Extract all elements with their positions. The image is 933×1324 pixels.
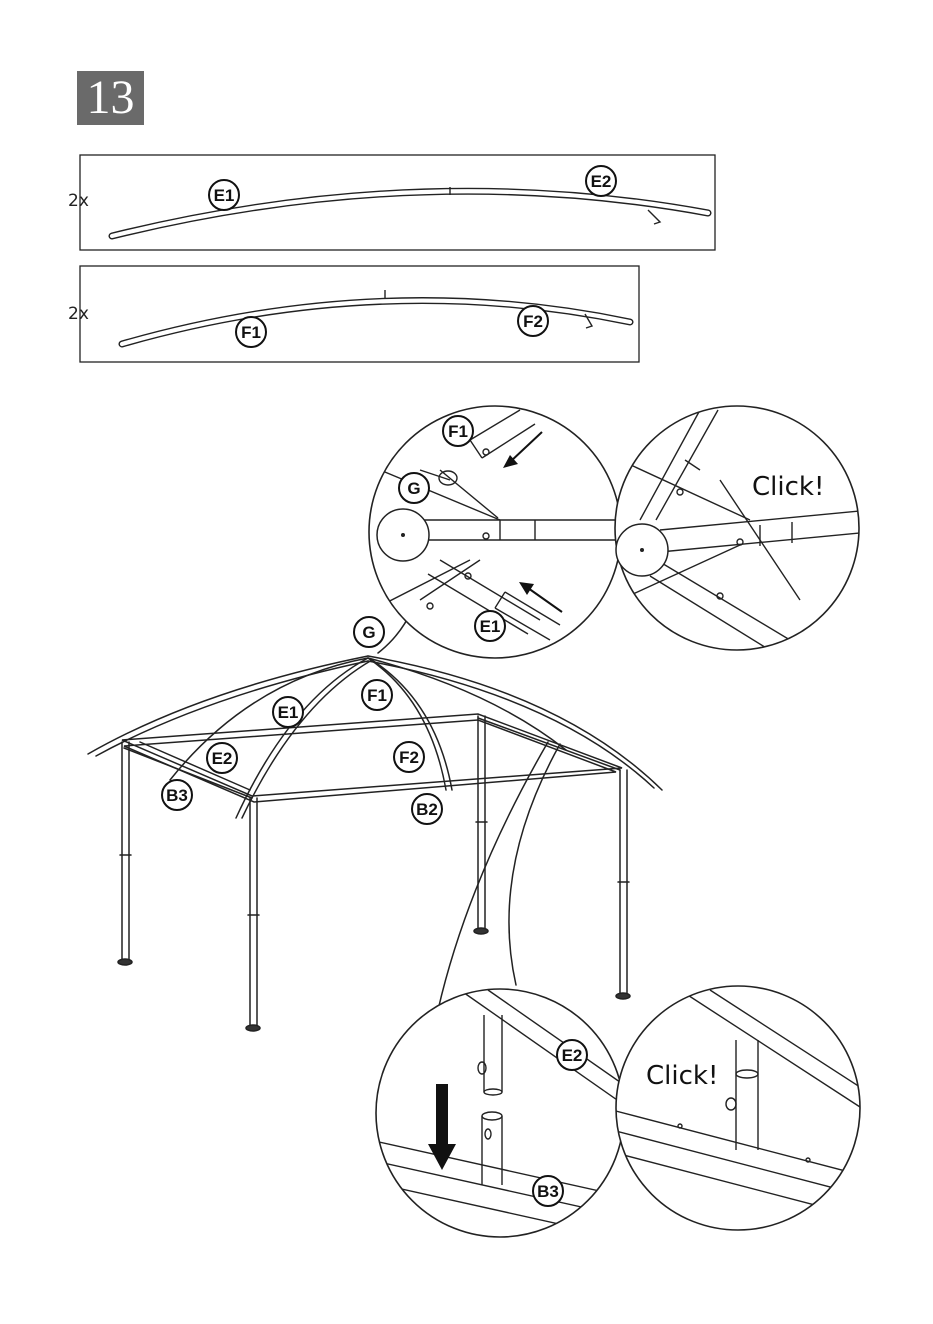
svg-text:E1: E1 — [480, 617, 501, 636]
part-label-f2: F2 — [518, 306, 548, 336]
click-caption: Click! — [646, 1061, 718, 1091]
svg-text:F1: F1 — [448, 422, 468, 441]
label-f2: F2 — [394, 742, 424, 772]
svg-text:F2: F2 — [523, 312, 543, 331]
svg-text:B3: B3 — [537, 1182, 559, 1201]
detail-label-f1: F1 — [443, 416, 473, 446]
svg-text:E2: E2 — [591, 172, 612, 191]
part-label-e1: E1 — [209, 180, 239, 210]
part-label-e2: E2 — [586, 166, 616, 196]
label-f1: F1 — [362, 680, 392, 710]
label-e2: E2 — [207, 743, 237, 773]
label-e1: E1 — [273, 697, 303, 727]
svg-text:B2: B2 — [416, 800, 438, 819]
svg-text:F2: F2 — [399, 748, 419, 767]
detail-label-g: G — [399, 473, 429, 503]
svg-text:E2: E2 — [212, 749, 233, 768]
detail-label-b3: B3 — [533, 1176, 563, 1206]
quantity-label: 2x — [68, 304, 89, 324]
detail-hub-insertion: F1 G E1 — [369, 406, 621, 658]
detail-label-e2: E2 — [557, 1040, 587, 1070]
svg-text:E2: E2 — [562, 1046, 583, 1065]
label-b2: B2 — [412, 794, 442, 824]
svg-text:E1: E1 — [278, 703, 299, 722]
detail-leg-click: Click! — [612, 986, 880, 1230]
detail-hub-click: Click! — [615, 406, 870, 654]
label-g: G — [354, 617, 384, 647]
parts-box-e1-e2: 2x E1 E2 — [68, 155, 715, 250]
svg-text:G: G — [362, 623, 375, 642]
svg-text:B3: B3 — [166, 786, 188, 805]
svg-text:G: G — [407, 479, 420, 498]
quantity-label: 2x — [68, 191, 89, 211]
label-b3: B3 — [162, 780, 192, 810]
svg-text:E1: E1 — [214, 186, 235, 205]
detail-label-e1: E1 — [475, 611, 505, 641]
click-caption: Click! — [752, 472, 824, 502]
parts-box-f1-f2: 2x F1 F2 — [68, 266, 639, 362]
part-label-f1: F1 — [236, 317, 266, 347]
gazebo-frame — [88, 610, 662, 1031]
svg-text:F1: F1 — [367, 686, 387, 705]
svg-text:F1: F1 — [241, 323, 261, 342]
